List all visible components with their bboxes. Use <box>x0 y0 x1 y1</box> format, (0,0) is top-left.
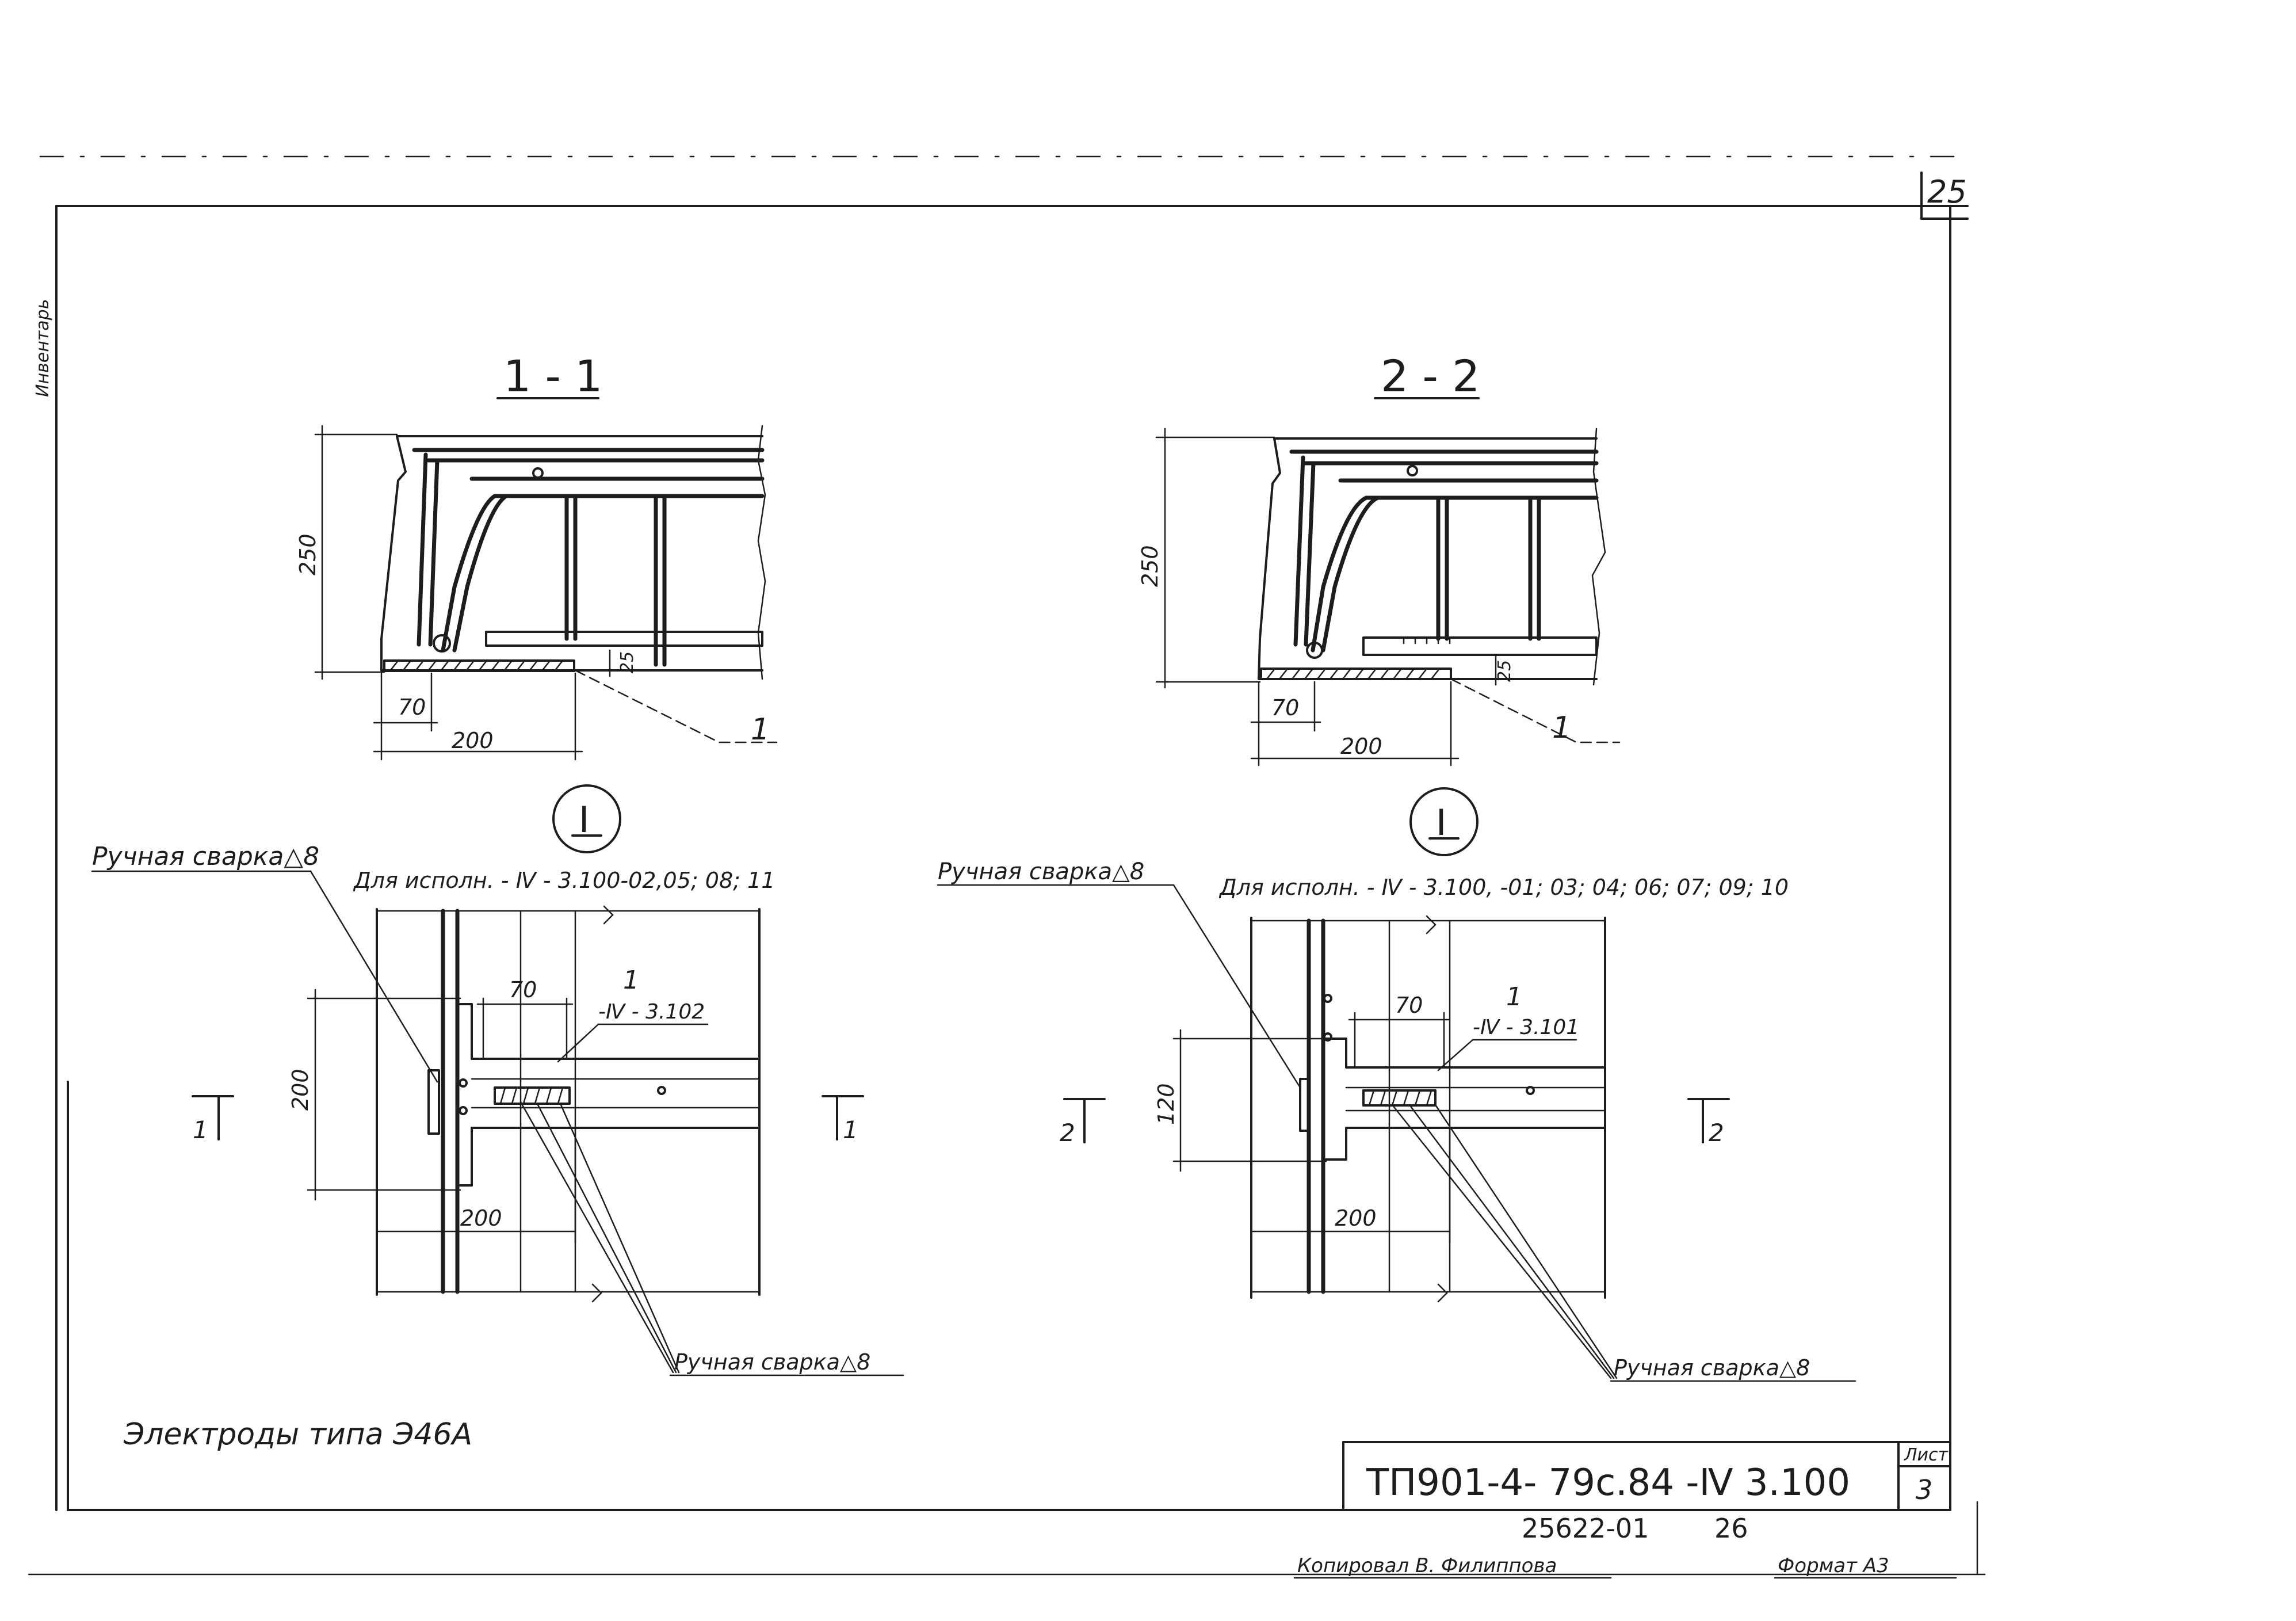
section-2-leader <box>1450 678 1621 743</box>
svg-text:2: 2 <box>1709 1119 1724 1147</box>
section-2-dim-25: 25 <box>1495 660 1515 682</box>
detail-left-dim-200-horizontal: 200 <box>460 1206 502 1231</box>
footer-copied-by: Копировал В. Филиппова <box>1297 1554 1557 1577</box>
detail-right-node-mark: I <box>1436 802 1446 844</box>
section-1-dim-height: 250 <box>295 533 320 575</box>
detail-right-note: Для исполн. - Ⅳ - 3.100, -01; 03; 04; 06… <box>1218 875 1789 900</box>
detail-right-part-label: 1 <box>1506 982 1522 1012</box>
detail-right-weld-bottom-label: Ручная сварка△8 <box>1614 1355 1810 1380</box>
section-1-1: 1 - 1 250 70 200 <box>295 350 778 761</box>
detail-right-weld-seam <box>1299 1078 1311 1132</box>
section-1-title: 1 - 1 <box>503 350 602 402</box>
title-block-archive-number: 25622-01 <box>1522 1513 1649 1544</box>
section-1-embedded-plate <box>485 631 763 647</box>
footer: Копировал В. Филиппова Формат А3 <box>1293 1554 1957 1579</box>
section-2-2: 2 - 2 250 70 200 25 <box>1137 350 1621 766</box>
detail-left-weld-bottom-label: Ручная сварка△8 <box>674 1349 870 1375</box>
page-number: 25 <box>1927 174 1967 210</box>
detail-right-node-circle <box>1409 787 1479 856</box>
detail-left-hatched-bar <box>494 1086 571 1105</box>
title-block-frame <box>1342 1441 1951 1511</box>
detail-left-part-ref: -Ⅳ - 3.102 <box>598 1000 705 1024</box>
svg-text:2: 2 <box>1060 1119 1075 1147</box>
section-2-dim-200: 200 <box>1340 734 1382 759</box>
detail-right: I Ручная сварка△8 Для исполн. - Ⅳ - 3.10… <box>937 787 1856 1382</box>
detail-right-section-mark-left: 2 <box>1060 1098 1106 1147</box>
section-2-dim-height: 250 <box>1137 545 1163 587</box>
detail-right-hatched-bar <box>1362 1089 1437 1107</box>
detail-right-part-ref: -Ⅳ - 3.101 <box>1473 1016 1579 1039</box>
detail-right-section-mark-right: 2 <box>1687 1098 1730 1147</box>
section-2-embedded-plate <box>1362 636 1598 656</box>
detail-left-section-mark-left: 1 <box>192 1095 234 1144</box>
svg-text:1: 1 <box>843 1116 858 1144</box>
title-block-sheet-label: Лист <box>1904 1445 1949 1465</box>
section-1-dim-70: 70 <box>398 695 426 720</box>
detail-left-node-mark: I <box>579 799 589 841</box>
detail-right-dim-70: 70 <box>1395 993 1423 1018</box>
detail-left-weld-label: Ручная сварка△8 <box>92 842 319 871</box>
detail-left-node-circle <box>552 784 621 853</box>
detail-right-plate <box>1325 1038 1606 1161</box>
section-2-break-line <box>1591 428 1606 686</box>
detail-left-plate <box>459 1003 761 1187</box>
detail-left-dim-200-vertical: 200 <box>288 1069 313 1111</box>
detail-right-weld-leader <box>1172 884 1301 1089</box>
detail-left-dim-70: 70 <box>509 977 537 1002</box>
detail-left-weld-leader <box>310 870 438 1083</box>
detail-left: I Ручная сварка△8 Для исполн. - Ⅳ - 3.10… <box>91 784 904 1376</box>
title-block-designation: ТП901-4- 79с.84 -Ⅳ 3.100 <box>1366 1462 1850 1504</box>
title-block: ТП901-4- 79с.84 -Ⅳ 3.100 Лист 3 25622-01… <box>1342 1441 1951 1544</box>
title-block-sheet-value: 3 <box>1916 1474 1932 1505</box>
detail-left-note: Для исполн. - Ⅳ - 3.100-02,05; 08; 11 <box>353 868 775 893</box>
detail-right-dim-120-vertical: 120 <box>1153 1083 1179 1125</box>
detail-right-dim-200-horizontal: 200 <box>1335 1206 1377 1231</box>
side-margin-text: Инвентарь <box>33 299 53 397</box>
section-1-leader-label: 1 <box>751 712 770 747</box>
detail-left-section-mark-right: 1 <box>822 1095 864 1144</box>
section-1-dim-200: 200 <box>452 728 494 753</box>
detail-left-weld-seam <box>427 1069 440 1135</box>
detail-left-part-label: 1 <box>623 966 639 995</box>
section-2-title: 2 - 2 <box>1381 350 1480 402</box>
section-2-dim-70: 70 <box>1271 695 1299 720</box>
section-1-leader <box>574 669 778 743</box>
footer-format: Формат А3 <box>1778 1554 1889 1577</box>
title-block-archive-sheet: 26 <box>1714 1513 1748 1544</box>
section-1-dim-25: 25 <box>617 651 637 673</box>
electrodes-note: Электроды типа Э46А <box>123 1417 472 1452</box>
svg-text:1: 1 <box>193 1116 208 1144</box>
section-2-leader-label: 1 <box>1552 711 1571 745</box>
detail-right-weld-label: Ручная сварка△8 <box>938 859 1144 885</box>
